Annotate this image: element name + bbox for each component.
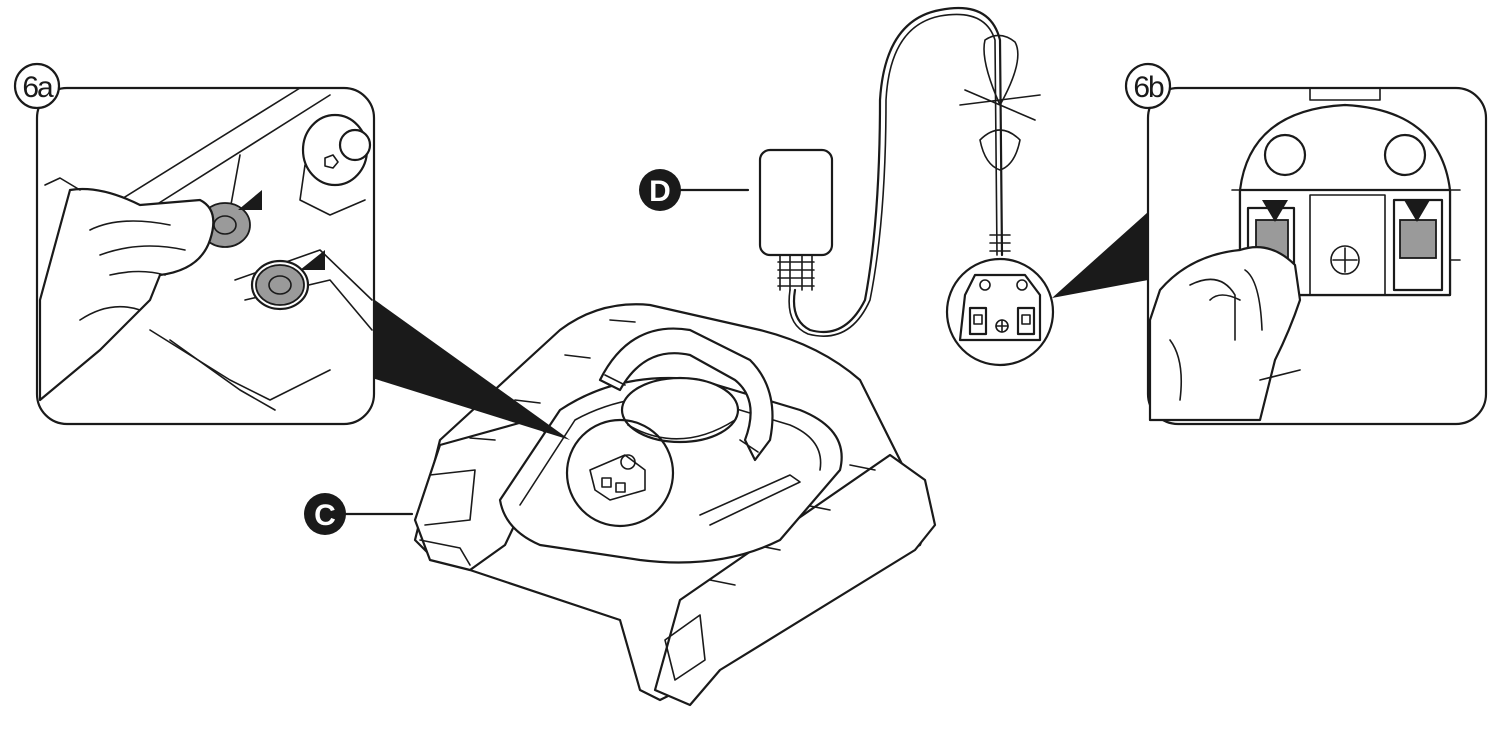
step-badge-6b: 6b [1124,62,1172,110]
pool-robot [413,303,937,707]
step-label-6b: 6b [1133,71,1164,104]
inset-6b [1146,86,1488,426]
callout-wedge-6b [1052,212,1148,298]
power-supply [758,6,1055,367]
step-badge-6a: 6a [13,62,61,110]
step-label-6a: 6a [22,71,54,104]
label-d: D [649,175,671,208]
inset-6a [35,86,376,426]
label-c-callout: C [304,493,414,535]
label-c: C [314,499,336,532]
label-d-callout: D [639,169,750,211]
callout-wedge-6a [372,298,570,440]
